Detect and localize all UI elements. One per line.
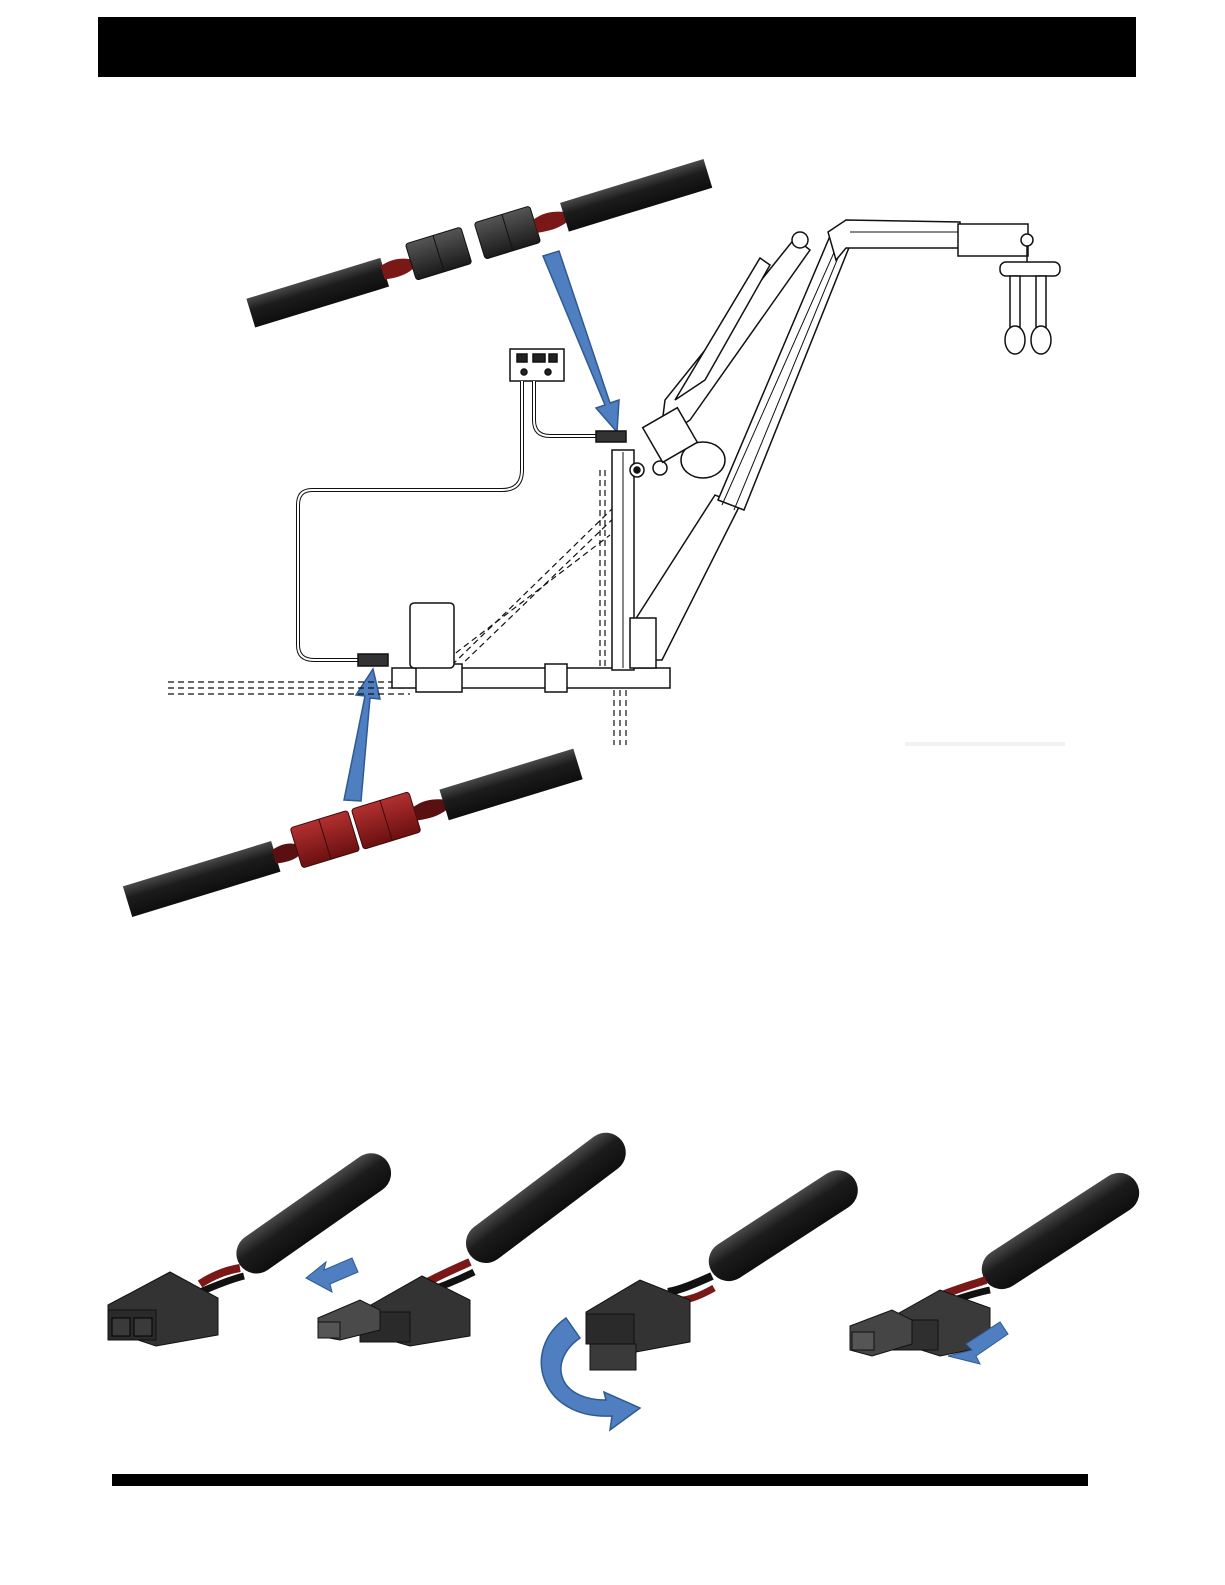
footer-link[interactable] — [128, 1562, 266, 1580]
footer-rule — [112, 1474, 1088, 1486]
arrow-left-icon — [306, 1258, 358, 1292]
black-connector-closeup — [245, 153, 713, 329]
arrow-down-icon — [543, 251, 619, 432]
cable-right — [560, 159, 712, 232]
cable-left — [246, 258, 389, 328]
control-box — [510, 349, 564, 381]
arrow-up-icon — [344, 669, 380, 801]
vehicle-floor-outline — [168, 470, 626, 745]
connector-step-3 — [586, 1163, 865, 1370]
